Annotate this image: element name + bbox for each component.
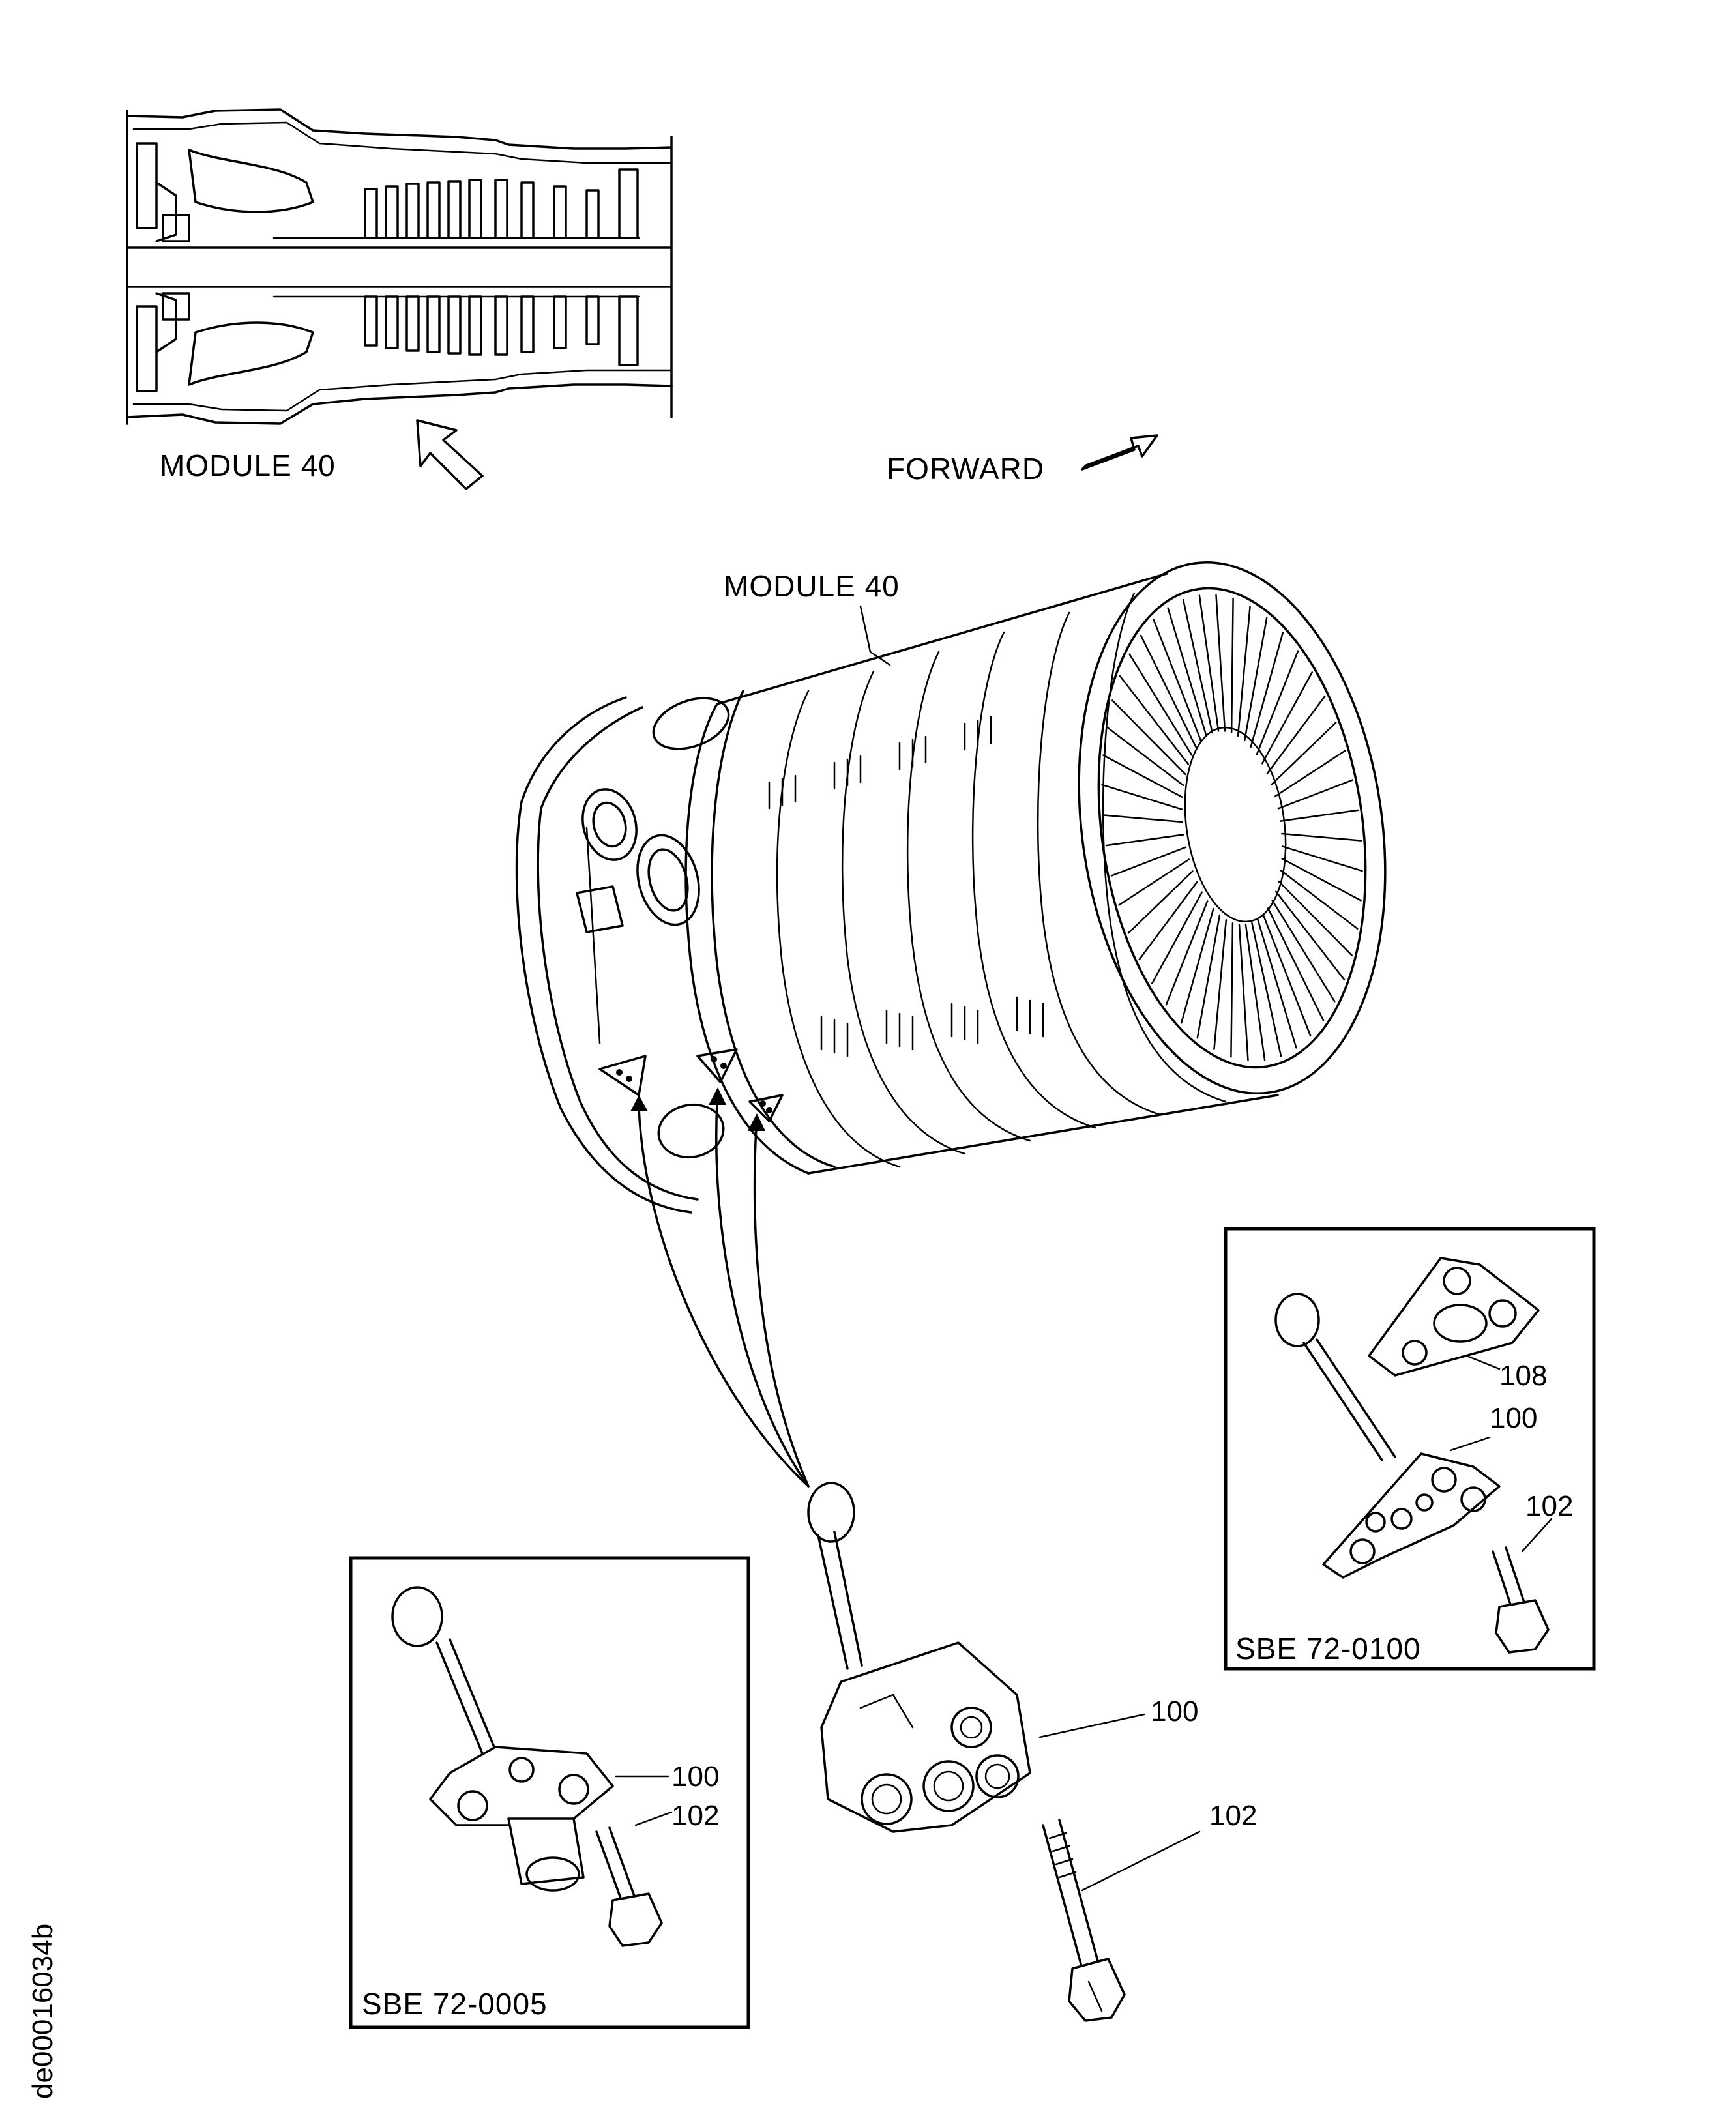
forward-indicator: FORWARD [887, 434, 1158, 486]
stator-vane [1280, 809, 1359, 822]
forward-label: FORWARD [887, 452, 1044, 486]
inset-sbe-72-0005: 100 102 SBE 72-0005 [349, 1556, 750, 2029]
stator-vane [1102, 754, 1183, 799]
inset-0005-title: SBE 72-0005 [362, 1987, 548, 2021]
stator-vane [1277, 779, 1354, 810]
stator-vane [1105, 834, 1184, 847]
forward-arrow [1081, 434, 1158, 471]
inset-0100-part-102-label: 102 [1525, 1490, 1573, 1522]
stator-vane [1101, 784, 1183, 810]
part-102-bolt [1042, 1819, 1126, 2022]
stator-vane [1230, 922, 1234, 1058]
stator-vane [1127, 870, 1194, 934]
stator-vane [1281, 832, 1362, 842]
stator-vane [1237, 606, 1251, 737]
stator-vane [1274, 750, 1346, 797]
stator-vane [1281, 845, 1363, 872]
stator-vane [1261, 671, 1313, 765]
inset-0100-title: SBE 72-0100 [1235, 1632, 1421, 1665]
stator-vane [1257, 918, 1297, 1049]
stator-vane [1256, 650, 1299, 755]
stator-vane [1119, 675, 1189, 765]
stator-vane [1110, 846, 1187, 877]
vane-slots [768, 716, 1044, 1057]
compressor-blades-upper [364, 168, 639, 239]
engine-cross-section: MODULE 40 [126, 108, 673, 490]
stator-vane [1118, 858, 1190, 906]
stator-vane [1262, 913, 1312, 1037]
stator-vane [1250, 632, 1284, 748]
part-102-label: 102 [1209, 1800, 1257, 1832]
stator-vane [1243, 617, 1268, 742]
stator-vane [1238, 924, 1249, 1062]
front-face-stator [1078, 561, 1387, 1095]
module-40-section-label: MODULE 40 [160, 448, 336, 482]
stator-vane [1140, 634, 1198, 748]
stator-vane [1196, 914, 1221, 1039]
stator-vane [1271, 722, 1337, 785]
compressor-blades-lower [364, 295, 639, 366]
stator-vane [1167, 607, 1207, 737]
stator-vane [1180, 907, 1214, 1024]
inset-0005-part-102-label: 102 [671, 1800, 719, 1832]
stator-vane [1138, 881, 1198, 961]
figure-id: de00016034b [27, 1924, 59, 2099]
stator-vane [1102, 814, 1183, 823]
stator-vane [1281, 857, 1362, 902]
inset-sbe-72-0100: 108 100 102 SBE 72-0100 [1224, 1227, 1596, 1671]
stator-vane [1251, 922, 1282, 1057]
stator-vane [1106, 726, 1184, 787]
inset-0100-part-108-label: 108 [1499, 1360, 1547, 1392]
part-108-gasket [1368, 1257, 1540, 1377]
stator-vane [1198, 594, 1220, 732]
stator-vane [1128, 653, 1193, 756]
stator-vane [1215, 594, 1226, 732]
stator-vane [1230, 598, 1234, 734]
part-100-label: 100 [1151, 1695, 1198, 1727]
stator-vane [1244, 924, 1266, 1061]
stator-vane [1266, 695, 1326, 774]
stator-vane [1111, 699, 1186, 776]
inset-0005-part-100-label: 100 [671, 1761, 719, 1793]
inset-0100-part-100-label: 100 [1490, 1402, 1537, 1434]
stator-vane [1267, 907, 1325, 1021]
stator-vane [1153, 619, 1202, 742]
stator-vane [1278, 880, 1353, 956]
main-sensor-assembly: 100 102 [807, 1482, 1257, 2022]
stator-vane [1182, 598, 1213, 734]
part-100-housing [820, 1641, 1031, 1833]
module-40-pointer-arrow [416, 419, 484, 490]
stator-vane [1151, 891, 1203, 984]
rotor-stage-rings [776, 592, 1227, 1168]
module-40-assembly: MODULE 40 [515, 561, 1387, 1488]
stator-vane [1275, 890, 1346, 981]
stator-vane [1280, 869, 1359, 930]
installation-arrows [630, 1087, 810, 1488]
mount-pads [598, 1048, 784, 1122]
stator-vane [1213, 918, 1228, 1050]
stator-vane [1165, 900, 1209, 1006]
stator-vane [1271, 900, 1336, 1003]
stator-vanes [1101, 594, 1363, 1062]
module-40-main-label: MODULE 40 [724, 569, 900, 603]
